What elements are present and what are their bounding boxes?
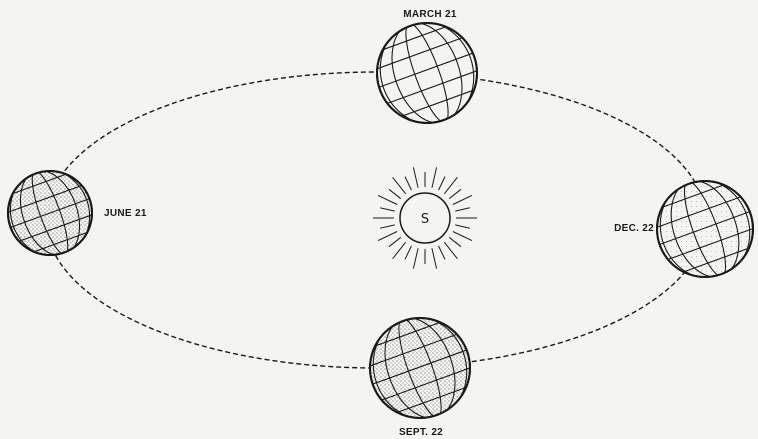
label-march: MARCH 21: [403, 9, 457, 20]
sun-ray: [443, 241, 458, 260]
sun-ray: [377, 231, 398, 242]
sun-ray: [431, 167, 438, 188]
sun: S: [373, 167, 477, 269]
sun-ray: [392, 176, 407, 195]
sun-ray: [380, 207, 395, 212]
sun-ray: [412, 248, 419, 269]
sun-ray: [452, 194, 473, 205]
sun-ray: [377, 194, 398, 205]
sun-ray: [388, 188, 402, 200]
sun-rays: [373, 167, 477, 269]
sun-ray: [380, 224, 395, 229]
sun-disc: [399, 192, 451, 244]
sun-ray: [448, 188, 462, 200]
globe-dec: [656, 180, 754, 278]
label-sept: SEPT. 22: [399, 427, 443, 438]
sun-ray: [392, 241, 407, 260]
sun-ray: [455, 224, 470, 229]
label-june: JUNE 21: [104, 208, 147, 219]
orbit-path: [45, 71, 707, 369]
globe-sept: [369, 317, 471, 419]
label-dec: DEC. 22: [614, 223, 654, 234]
sun-ray: [452, 231, 473, 242]
sun-ray: [404, 176, 412, 191]
globe-june: [7, 170, 93, 256]
sun-label: S: [421, 212, 429, 227]
sun-ray: [438, 245, 446, 260]
sun-ray: [448, 236, 462, 248]
globe-march: [376, 22, 478, 124]
sun-ray: [455, 207, 470, 212]
sun-ray: [404, 245, 412, 260]
sun-ray: [443, 176, 458, 195]
sun-ray: [431, 248, 438, 269]
sun-ray: [438, 176, 446, 191]
sun-ray: [412, 167, 419, 188]
sun-ray: [388, 236, 402, 248]
